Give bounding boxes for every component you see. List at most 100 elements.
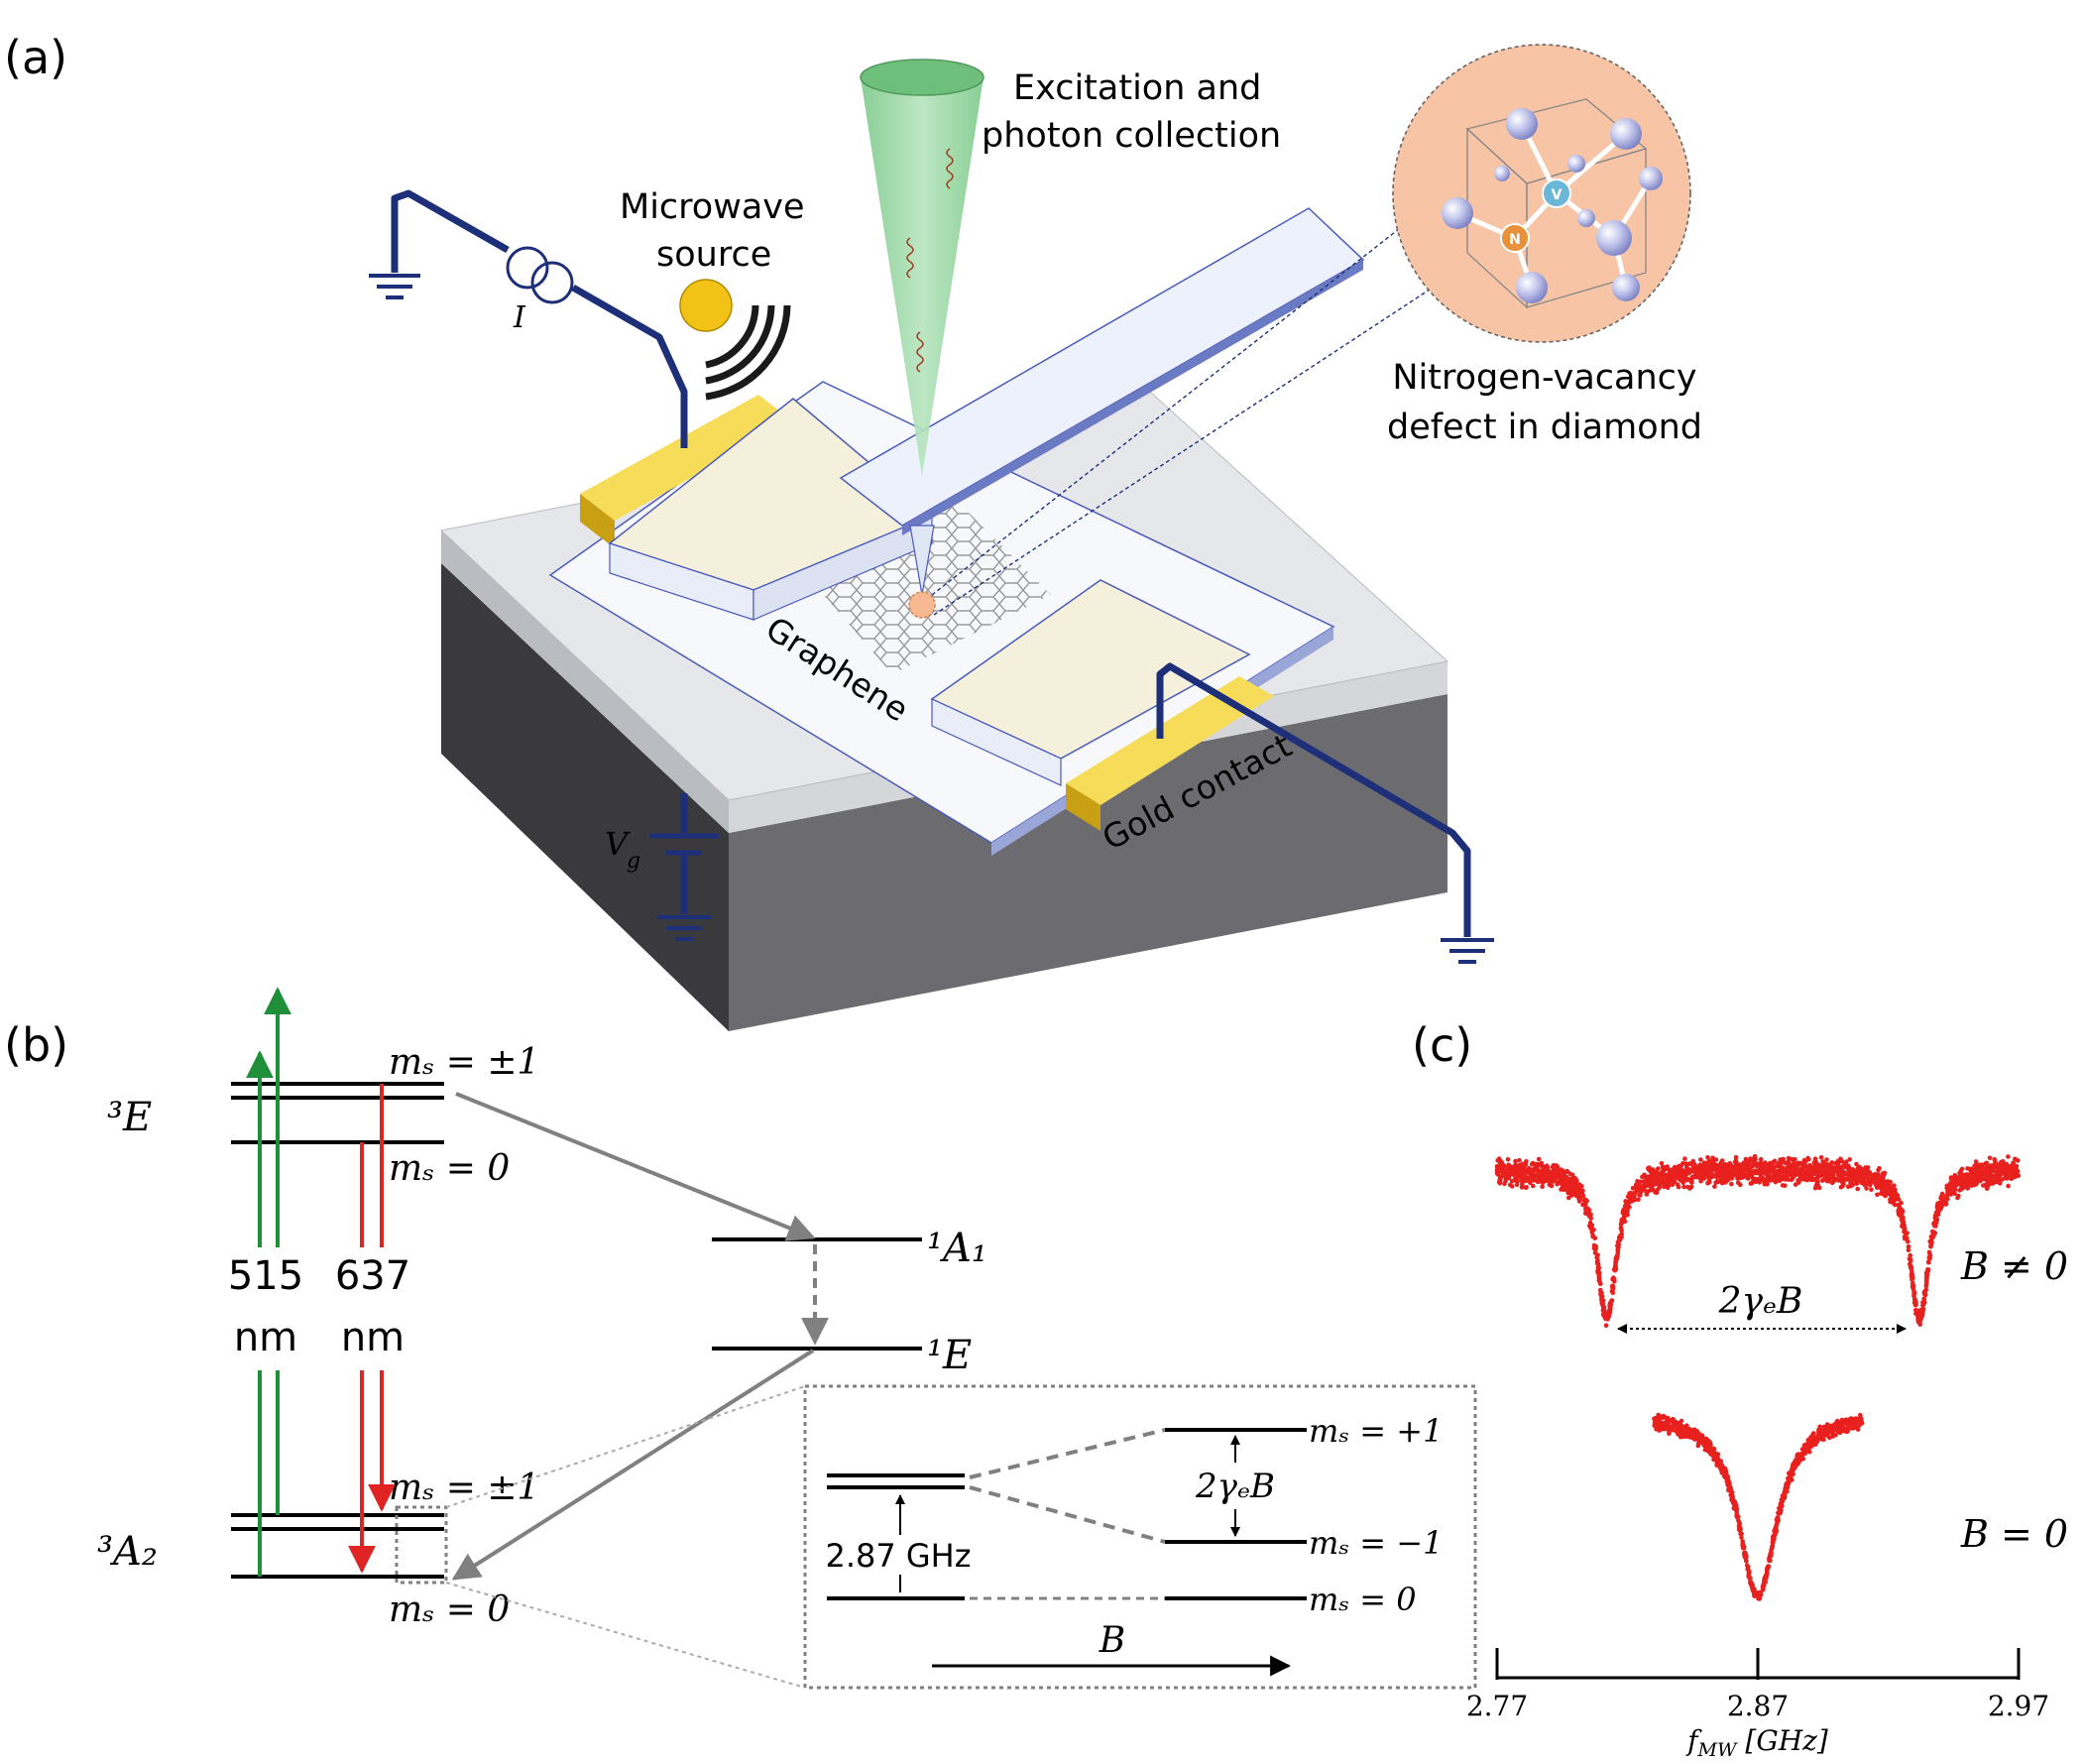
odmr-point	[1520, 1182, 1525, 1187]
odmr-point	[1840, 1164, 1845, 1169]
panel-c: (c) 2γₑB B ≠ 0 B = 0 2.77 2.87 2.97 fMW …	[1412, 1018, 2068, 1761]
odmr-point	[1774, 1517, 1780, 1523]
odmr-point	[1928, 1243, 1933, 1249]
odmr-point	[1792, 1170, 1797, 1176]
current-source-circle-2	[530, 261, 574, 304]
odmr-point	[1805, 1438, 1811, 1444]
odmr-point	[1903, 1235, 1908, 1239]
odmr-point	[1718, 1178, 1723, 1183]
odmr-point	[1825, 1433, 1830, 1439]
odmr-point	[1629, 1199, 1635, 1204]
odmr-point	[1909, 1265, 1913, 1271]
odmr-point	[1853, 1416, 1859, 1422]
zfs-label: 2.87 GHz	[825, 1537, 971, 1575]
odmr-point	[1535, 1169, 1541, 1174]
odmr-point	[1610, 1290, 1616, 1295]
odmr-point	[1772, 1175, 1778, 1180]
odmr-point	[1915, 1311, 1921, 1316]
odmr-point	[1675, 1420, 1680, 1426]
odmr-point	[1536, 1156, 1542, 1162]
odmr-point	[1977, 1167, 1983, 1173]
odmr-point	[1805, 1156, 1810, 1162]
odmr-point	[1845, 1422, 1850, 1427]
zfs-label-bg	[819, 1535, 978, 1575]
odmr-point	[1814, 1440, 1819, 1445]
odmr-point	[1592, 1235, 1598, 1240]
odmr-point	[1600, 1312, 1606, 1317]
odmr-point	[1534, 1173, 1539, 1179]
inset-label-ms-p1: mₛ = +1	[1309, 1412, 1443, 1450]
odmr-point	[1713, 1456, 1719, 1462]
odmr-point	[1740, 1173, 1745, 1178]
odmr-point	[1508, 1164, 1514, 1169]
odmr-point	[1899, 1210, 1905, 1216]
odmr-point	[1583, 1208, 1589, 1214]
axis-tick-label-3: 2.97	[1988, 1690, 2049, 1722]
odmr-point	[1683, 1425, 1688, 1431]
zoom-source-box	[395, 1505, 448, 1585]
odmr-point	[1596, 1277, 1602, 1283]
gold-left-top	[580, 395, 793, 521]
panel-b-label: (b)	[4, 1018, 68, 1072]
odmr-point	[2007, 1172, 2013, 1178]
odmr-point	[1687, 1429, 1692, 1434]
odmr-point	[1753, 1592, 1759, 1598]
nitrogen-atom	[1500, 223, 1530, 253]
odmr-point	[1927, 1255, 1932, 1261]
odmr-point	[1514, 1173, 1519, 1179]
zoom-inset-box	[803, 1384, 1477, 1690]
odmr-point	[1925, 1268, 1930, 1274]
zoom-leader-bottom	[445, 1582, 806, 1689]
odmr-point	[1733, 1158, 1739, 1163]
odmr-point	[1703, 1160, 1709, 1166]
odmr-point	[1781, 1160, 1787, 1165]
odmr-point	[1509, 1168, 1515, 1173]
odmr-point	[1552, 1168, 1558, 1173]
odmr-point	[1695, 1165, 1701, 1171]
odmr-point	[1514, 1182, 1520, 1187]
odmr-point	[1898, 1206, 1903, 1211]
odmr-point	[1863, 1174, 1869, 1180]
odmr-point	[1701, 1166, 1706, 1171]
odmr-point	[1994, 1171, 2000, 1176]
odmr-point	[1854, 1161, 1859, 1167]
odmr-point	[1838, 1424, 1844, 1429]
odmr-point	[1842, 1178, 1847, 1183]
odmr-point	[1693, 1434, 1698, 1439]
odmr-point	[1899, 1200, 1904, 1206]
odmr-point	[1628, 1190, 1633, 1196]
odmr-point	[1911, 1291, 1916, 1296]
current-source-circuit	[369, 189, 688, 448]
inset-split-up	[969, 1428, 1166, 1479]
odmr-point	[1858, 1416, 1864, 1421]
odmr-point	[1958, 1187, 1964, 1192]
odmr-point	[1772, 1171, 1777, 1177]
odmr-point	[1707, 1447, 1713, 1453]
odmr-point	[1983, 1173, 1989, 1178]
odmr-point	[1836, 1178, 1841, 1183]
odmr-point	[1623, 1205, 1629, 1211]
odmr-point	[1778, 1174, 1783, 1179]
odmr-point	[1769, 1174, 1774, 1180]
odmr-point	[1933, 1215, 1938, 1220]
diamond-atoms	[1442, 108, 1663, 303]
odmr-point	[1678, 1167, 1682, 1173]
odmr-splitting-label: 2γₑB	[1718, 1281, 1803, 1322]
odmr-point	[1833, 1423, 1839, 1428]
odmr-point	[1868, 1179, 1874, 1185]
nv-label-line2: defect in diamond	[1387, 408, 1702, 447]
odmr-point	[1998, 1181, 2003, 1186]
odmr-point	[1857, 1422, 1862, 1427]
odmr-point	[1517, 1166, 1522, 1172]
odmr-point	[2003, 1168, 2009, 1174]
vacancy-atom	[1542, 178, 1571, 208]
odmr-point	[1527, 1177, 1532, 1182]
odmr-point	[1785, 1489, 1790, 1494]
odmr-point	[1748, 1171, 1753, 1177]
odmr-point	[1880, 1181, 1885, 1187]
odmr-point	[1965, 1166, 1970, 1171]
odmr-point	[1789, 1156, 1794, 1162]
odmr-point	[1875, 1185, 1880, 1190]
odmr-point	[1951, 1183, 1956, 1188]
label-1a1: ¹A₁	[927, 1226, 987, 1271]
